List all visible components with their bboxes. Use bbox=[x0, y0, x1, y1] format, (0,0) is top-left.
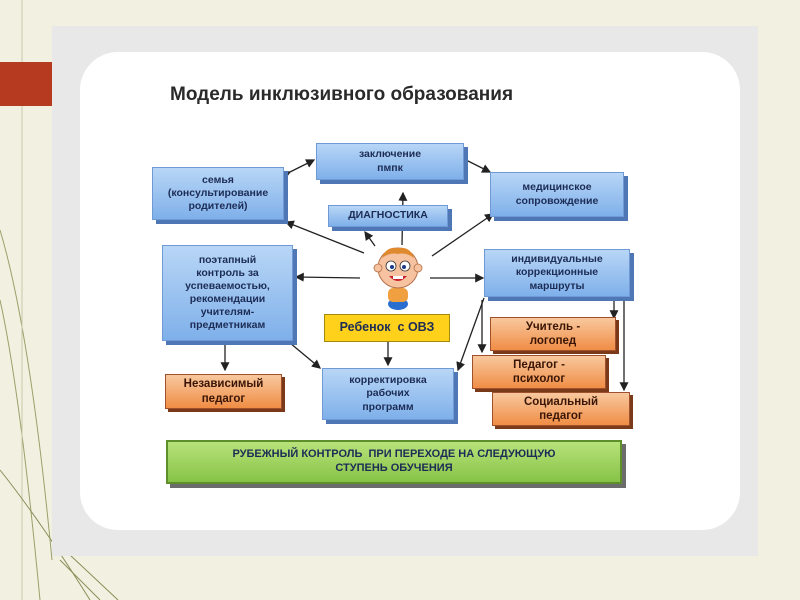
node-final-control: РУБЕЖНЫЙ КОНТРОЛЬ ПРИ ПЕРЕХОДЕ НА СЛЕДУЮ… bbox=[166, 440, 622, 484]
diagram-title: Модель инклюзивного образования bbox=[170, 84, 514, 105]
left-rail bbox=[0, 0, 18, 600]
node-speech-therapist: Учитель - логопед bbox=[490, 317, 616, 351]
node-medical: медицинское сопровождение bbox=[490, 172, 624, 217]
node-social-teacher: Социальный педагог bbox=[492, 392, 630, 426]
node-psychologist: Педагог - психолог bbox=[472, 355, 606, 389]
accent-tab bbox=[0, 62, 52, 106]
node-correction: корректировка рабочих программ bbox=[322, 368, 454, 420]
child-icon bbox=[373, 247, 423, 310]
node-family: семья (консультирование родителей) bbox=[152, 167, 284, 220]
node-routes: индивидуальные коррекционные маршруты bbox=[484, 249, 630, 297]
node-monitoring: поэтапный контроль за успеваемостью, рек… bbox=[162, 245, 293, 341]
node-child: Ребенок с ОВЗ bbox=[324, 314, 450, 342]
node-diagnostics: ДИАГНОСТИКА bbox=[328, 205, 448, 227]
node-independent-teacher: Независимый педагог bbox=[165, 374, 282, 409]
node-conclusion: заключение пмпк bbox=[316, 143, 464, 180]
